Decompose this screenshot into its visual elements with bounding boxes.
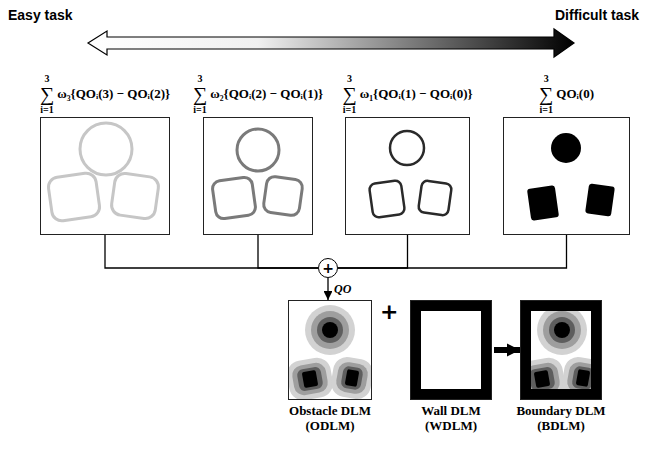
drawing-part bbox=[340, 365, 364, 390]
edge-label: QO bbox=[332, 282, 353, 296]
drawing-part bbox=[390, 131, 424, 165]
obstacle-outlines-mid bbox=[212, 129, 304, 220]
drawing-part bbox=[288, 355, 335, 400]
formula-term: QOᵢ(0) bbox=[556, 86, 594, 102]
map-caption: Boundary DLM (BDLM) bbox=[508, 403, 614, 433]
drawing-part bbox=[311, 311, 349, 349]
sum-sign: ∑ bbox=[539, 84, 553, 104]
map-caption: Obstacle DLM (ODLM) bbox=[277, 403, 383, 433]
drawing-part bbox=[369, 180, 405, 218]
connector bbox=[338, 235, 567, 268]
summation: 3∑i=1 bbox=[342, 73, 356, 115]
map-caption: Wall DLM (WDLM) bbox=[398, 403, 504, 433]
summation: 3∑i=1 bbox=[40, 73, 54, 115]
difficulty-map-box: 3∑i=1ω₃{QOᵢ(3) − QOᵢ(2)} bbox=[40, 117, 170, 235]
drawing-part bbox=[576, 369, 591, 387]
drawing-part bbox=[291, 361, 330, 396]
drawing-part bbox=[329, 355, 372, 400]
drawing-part bbox=[212, 176, 257, 219]
obstacles-filled bbox=[527, 133, 615, 221]
obstacle-outlines-dark bbox=[369, 131, 452, 218]
formula-term: ω₃{QOᵢ(3) − QOᵢ(2)} bbox=[57, 86, 170, 102]
drawing-part bbox=[296, 366, 323, 392]
drawing-part bbox=[322, 322, 338, 338]
drawing-part bbox=[527, 185, 559, 221]
plus-sign: + bbox=[322, 261, 334, 275]
difficulty-end-label: Difficult task bbox=[555, 7, 639, 23]
sum-limit: 3 bbox=[347, 73, 352, 84]
connector bbox=[258, 235, 318, 268]
drawing-part bbox=[585, 183, 615, 216]
obstacle-distance-map bbox=[288, 300, 372, 400]
distance-map-box: Wall DLM (WDLM) bbox=[410, 300, 492, 400]
boundary-distance-map bbox=[520, 300, 602, 400]
drawing-part bbox=[528, 366, 555, 392]
drawing-part bbox=[237, 129, 279, 171]
sum-limit: 3 bbox=[198, 73, 203, 84]
drawing-part bbox=[302, 370, 319, 388]
obstacle-outlines-light bbox=[47, 123, 160, 222]
formula: 3∑i=1 ω₁{QOᵢ(1) − QOᵢ(0)} bbox=[342, 73, 472, 115]
difficulty-arrow bbox=[88, 29, 574, 57]
drawing-part bbox=[520, 300, 602, 400]
drawing-part bbox=[329, 355, 372, 400]
drawing-part bbox=[110, 172, 159, 220]
drawing-part bbox=[534, 370, 551, 388]
drawing-part bbox=[288, 355, 335, 400]
drawing-part bbox=[305, 305, 355, 355]
drawing-part bbox=[335, 361, 370, 396]
sum-sign: ∑ bbox=[193, 84, 207, 104]
difficulty-map-box: 3∑i=1QOᵢ(0) bbox=[503, 117, 630, 235]
drawing-part bbox=[543, 311, 581, 349]
connector bbox=[105, 235, 318, 268]
drawing-part bbox=[317, 317, 343, 343]
drawing-part bbox=[288, 300, 372, 400]
connector bbox=[327, 278, 328, 300]
drawing-part bbox=[47, 172, 101, 222]
drawing-part bbox=[549, 317, 575, 343]
sum-sign: ∑ bbox=[40, 84, 54, 104]
formula: 3∑i=1ω₃{QOᵢ(3) − QOᵢ(2)} bbox=[40, 73, 170, 115]
summation: 3∑i=1 bbox=[193, 73, 207, 115]
formula-term: ω₁{QOᵢ(1) − QOᵢ(0)} bbox=[360, 86, 473, 102]
drawing-part bbox=[551, 133, 581, 163]
connector bbox=[338, 235, 408, 268]
formula: 3∑i=1ω₂{QOᵢ(2) − QOᵢ(1)} bbox=[193, 73, 323, 115]
drawing-part bbox=[520, 300, 602, 400]
formula-term: ω₂{QOᵢ(2) − QOᵢ(1)} bbox=[210, 86, 323, 102]
formula: 3∑i=1QOᵢ(0) bbox=[539, 73, 594, 115]
sum-limit: i=1 bbox=[40, 104, 53, 115]
distance-map-box: Obstacle DLM (ODLM) bbox=[288, 300, 372, 400]
difficulty-map-box: 3∑i=1ω₂{QOᵢ(2) − QOᵢ(1)} bbox=[203, 117, 313, 235]
difficulty-end-label: Easy task bbox=[8, 7, 73, 23]
drawing-part bbox=[263, 176, 304, 217]
sum-limit: i=1 bbox=[343, 104, 356, 115]
distance-map-box: Boundary DLM (BDLM) bbox=[520, 300, 602, 400]
sum-limit: 3 bbox=[544, 73, 549, 84]
drawing-part bbox=[554, 322, 570, 338]
summation: 3∑i=1 bbox=[539, 73, 553, 115]
sum-limit: i=1 bbox=[539, 104, 552, 115]
connector bbox=[494, 347, 520, 353]
sum-limit: i=1 bbox=[193, 104, 206, 115]
drawing-part bbox=[537, 305, 587, 355]
sum-junction: + bbox=[318, 258, 338, 278]
wall-distance-map bbox=[410, 300, 492, 400]
sum-limit: 3 bbox=[45, 73, 50, 84]
drawing-part bbox=[80, 123, 132, 175]
difficulty-map-box: 3∑i=1ω₁{QOᵢ(1) − QOᵢ(0)} bbox=[345, 117, 470, 235]
drawing-part bbox=[410, 300, 492, 400]
sum-sign: ∑ bbox=[342, 84, 356, 104]
drawing-part bbox=[418, 180, 452, 216]
drawing-part bbox=[345, 369, 360, 387]
plus-operator: + bbox=[380, 300, 398, 324]
